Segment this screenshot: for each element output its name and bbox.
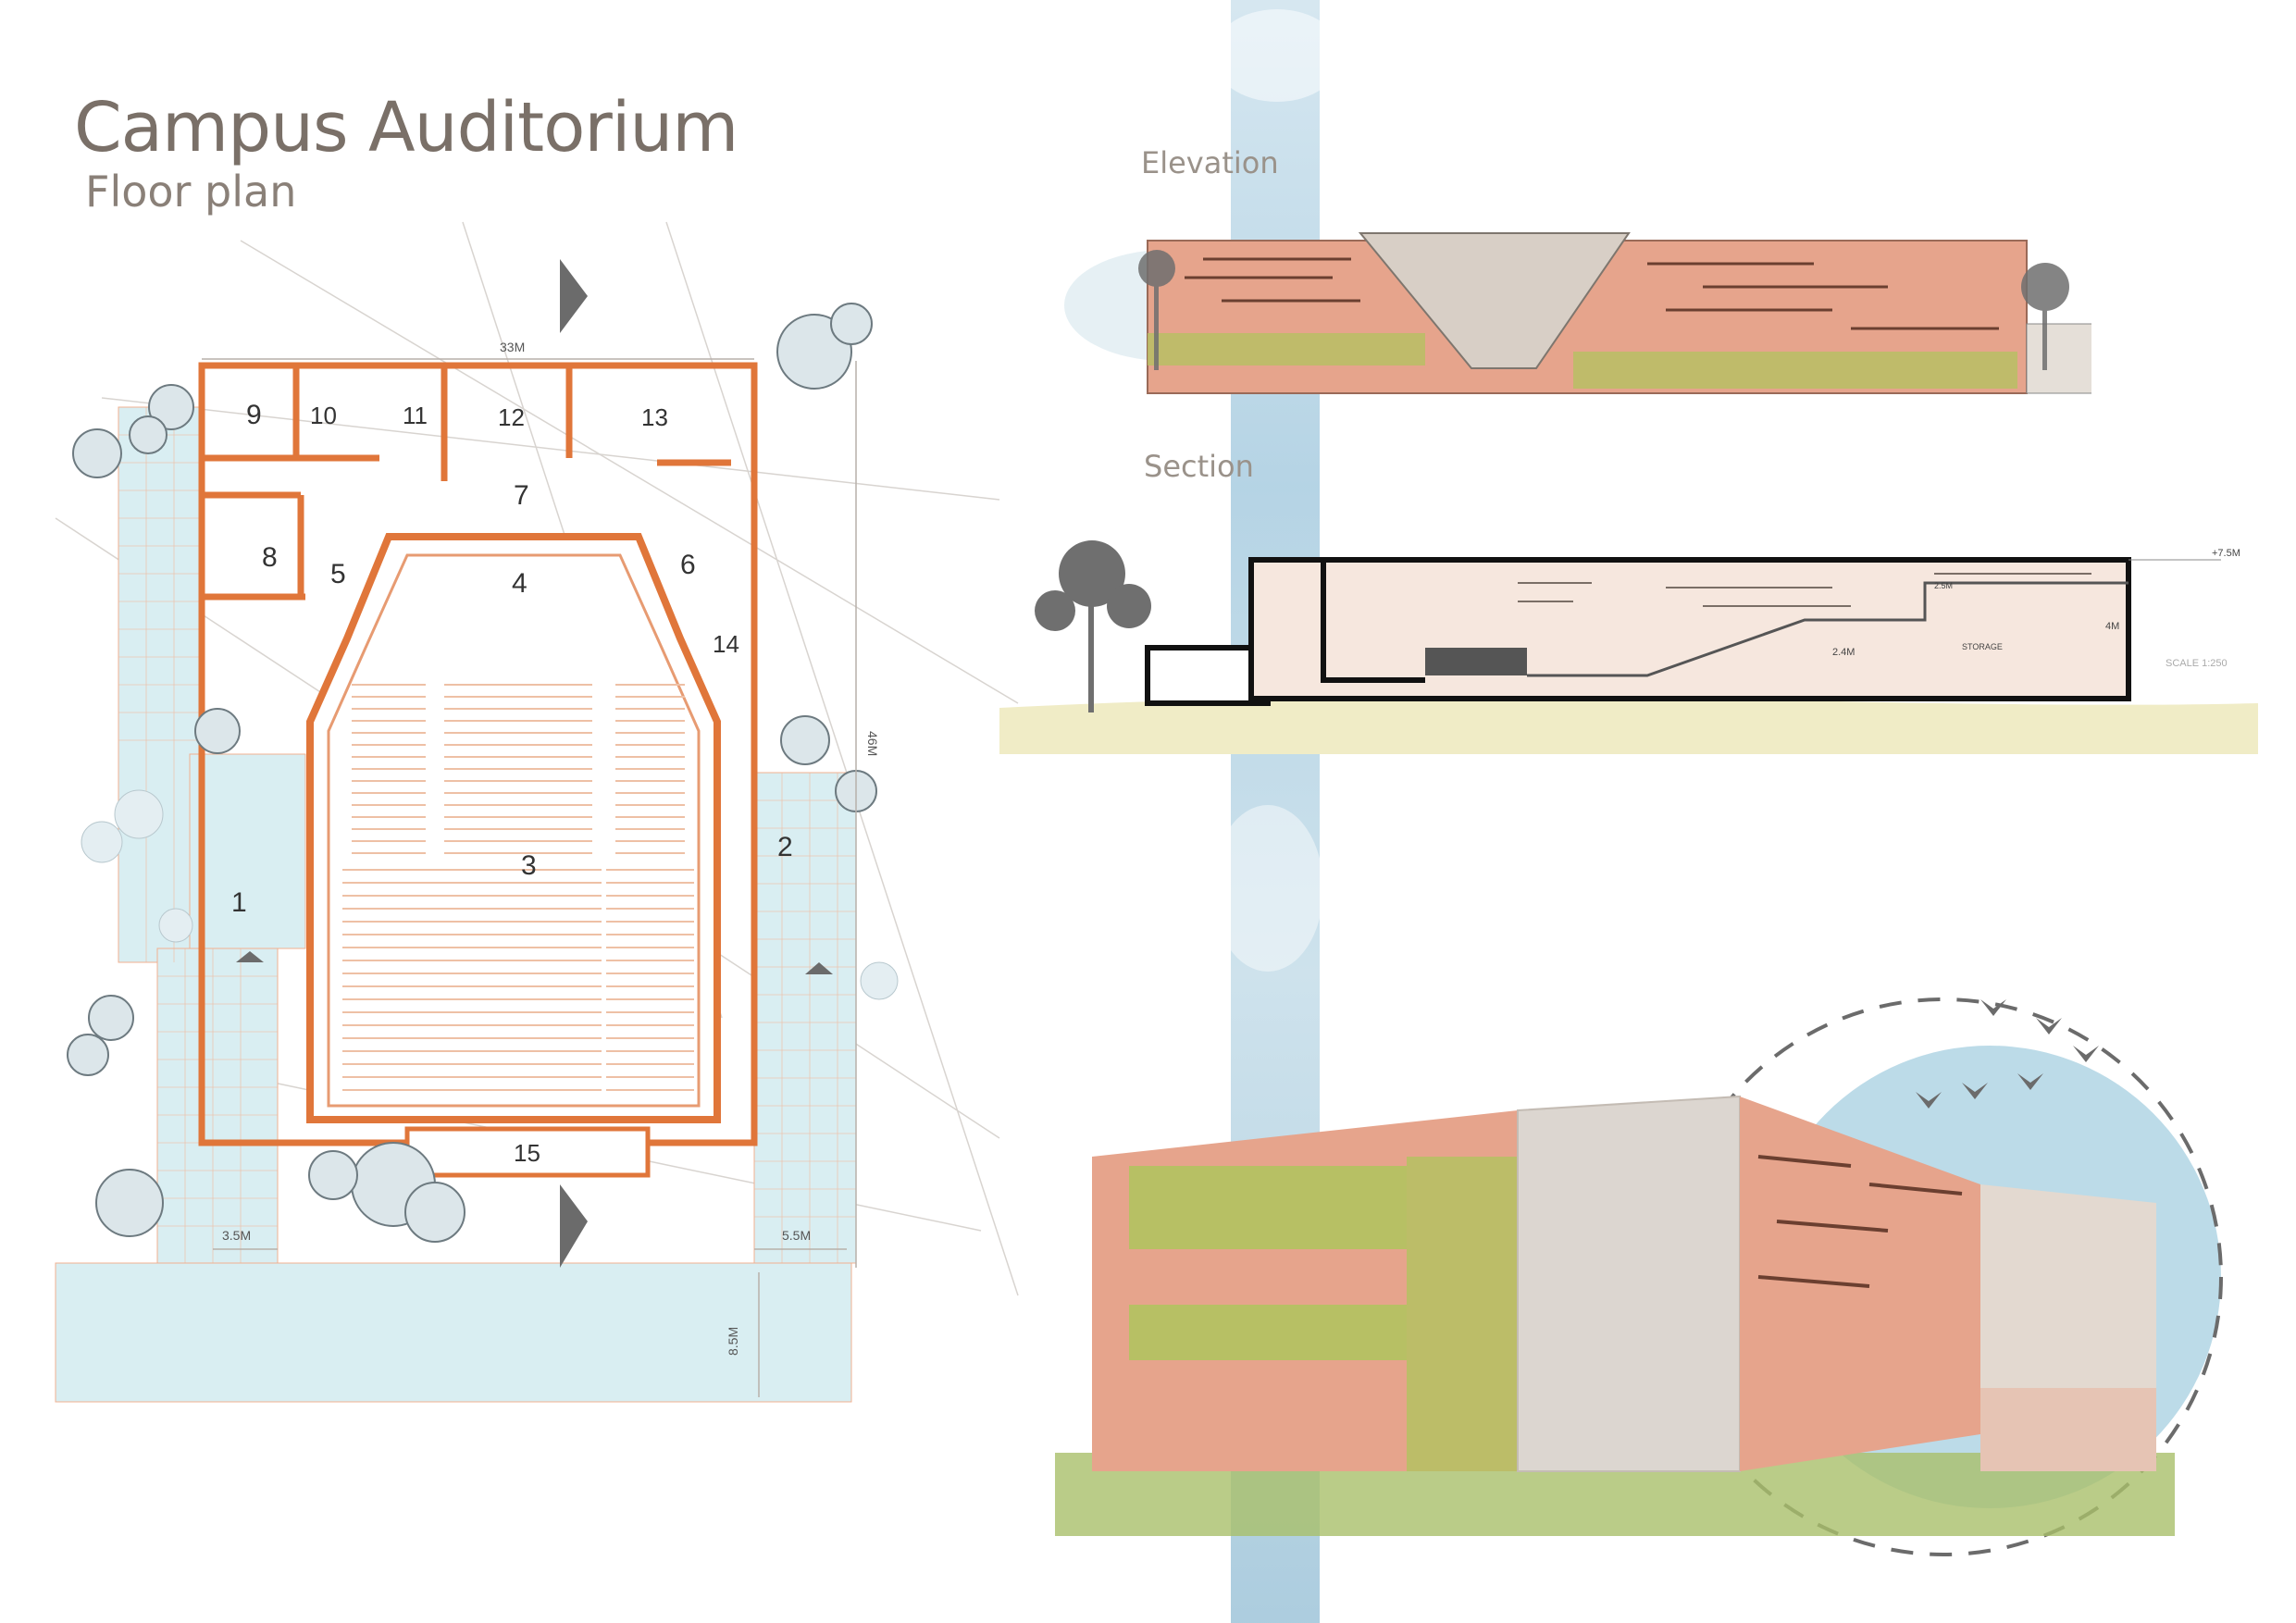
paving-grid [118,407,856,1263]
dimension-lines [202,358,857,1397]
concrete-facade [1517,1095,1741,1472]
elevation-label: Elevation [1141,145,1279,180]
seating [342,684,694,1091]
dim-depth: 46M [865,731,880,756]
room-1: 1 [231,887,247,918]
entrance-arrows [236,259,833,1268]
portico [1980,1184,2156,1434]
room-11: 11 [403,402,428,429]
ground [999,695,2258,754]
room-5: 5 [330,559,346,589]
dim-width: 33M [500,340,525,354]
room-2: 2 [777,832,793,862]
scale-label: SCALE 1:250 [2166,658,2228,669]
room-4: 4 [512,568,527,599]
birds [1916,999,2099,1109]
room-15: 15 [514,1139,540,1167]
building-walls [198,362,758,1146]
dim-right: 5.5M [782,1228,811,1243]
height-gallery: 2.5M [1934,581,1953,590]
height-top: +7.5M [2212,548,2240,559]
room-12: 12 [498,403,525,431]
section-label: Section [1144,449,1254,484]
room-13: 13 [641,403,668,431]
dim-front: 8.5M [726,1327,740,1356]
room-3: 3 [521,850,537,881]
section-trees [1035,540,1151,712]
faint-trees [81,789,899,1000]
section-slats [1518,573,2091,607]
storage-label: STORAGE [1962,642,2003,651]
height-upper: 4M [2105,621,2119,632]
room-6: 6 [680,550,696,580]
room-9: 9 [246,400,262,430]
room-8: 8 [262,542,278,573]
room-14: 14 [713,630,739,658]
room-10: 10 [310,402,337,429]
room-7: 7 [514,480,529,511]
trees [67,303,877,1243]
section-drawing: +7.5M 2.4M 4M 2.5M STORAGE SCALE 1:250 [999,540,2258,754]
height-lower: 2.4M [1832,647,1855,658]
elevation-drawing [1064,232,2091,394]
room-numbers: 1 2 3 4 5 6 7 8 9 10 11 12 13 14 15 [231,400,793,1167]
page-subtitle: Floor plan [85,167,297,217]
perspective-view [1055,997,2223,1556]
floor-plan: 33M 46M 3.5M 5.5M 8.5M 1 2 3 4 5 6 7 8 9… [55,221,1019,1403]
page-title: Campus Auditorium [74,88,738,167]
paving [55,406,857,1403]
elevation-concrete-block [1358,232,1631,369]
dim-left: 3.5M [222,1228,251,1243]
